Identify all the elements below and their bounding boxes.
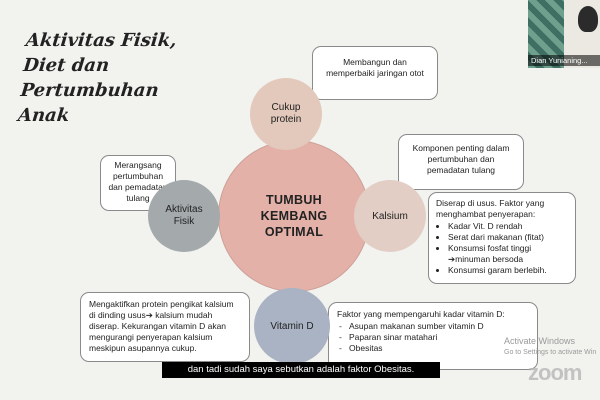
protein-circle-line-1: Cukup: [271, 102, 301, 113]
center-line-2: KEMBANG: [260, 209, 328, 223]
activity-circle-line-2: Fisik: [173, 216, 195, 227]
watermark-line-2: Go to Settings to activate Win: [504, 349, 597, 356]
participant-video-tile[interactable]: Dian Yunianing...: [528, 0, 600, 68]
list-item: Paparan sinar matahari: [339, 332, 529, 343]
list-item: Obesitas: [339, 343, 529, 354]
activity-circle-line-1: Aktivitas: [165, 204, 203, 215]
calcium-info-box: Komponen penting dalam pertumbuhan dan p…: [398, 134, 524, 190]
vitamin-d-intro: Faktor yang mempengaruhi kadar vitamin D…: [337, 309, 505, 319]
list-item: Serat dari makanan (fitat): [448, 232, 568, 243]
title-line-1: Aktivitas Fisik,: [24, 30, 178, 51]
list-item: Konsumsi garam berlebih.: [448, 265, 568, 276]
absorption-intro: Diserap di usus. Faktor yang menghambat …: [436, 198, 545, 219]
vitamin-d-circle-label: Vitamin D: [270, 320, 314, 332]
subtitle-caption: dan tadi sudah saya sebutkan adalah fakt…: [162, 362, 440, 378]
calcium-circle: Kalsium: [354, 180, 426, 252]
calcium-circle-label: Kalsium: [372, 210, 408, 222]
title-line-2: Diet dan: [22, 55, 111, 76]
vitamin-d-circle: Vitamin D: [254, 288, 330, 364]
watermark-line-1: Activate Windows: [504, 336, 576, 346]
vitamin-d-factors-box: Faktor yang mempengaruhi kadar vitamin D…: [328, 302, 538, 370]
title-line-4: Anak: [16, 105, 71, 126]
zoom-logo: zoom: [528, 360, 582, 385]
center-line-3: OPTIMAL: [264, 225, 324, 239]
center-circle: TUMBUH KEMBANG OPTIMAL: [218, 140, 370, 292]
calcium-absorption-box: Diserap di usus. Faktor yang menghambat …: [428, 192, 576, 284]
title-line-3: Pertumbuhan: [19, 80, 160, 101]
center-line-1: TUMBUH: [266, 193, 322, 207]
vitamin-d-factor-list: Asupan makanan sumber vitamin D Paparan …: [337, 321, 529, 354]
protein-circle-line-2: protein: [270, 114, 302, 125]
list-item: Asupan makanan sumber vitamin D: [339, 321, 529, 332]
list-item: Konsumsi fosfat tinggi ➔minuman bersoda: [448, 243, 568, 265]
protein-circle: Cukup protein: [250, 78, 322, 150]
physical-activity-circle: Aktivitas Fisik: [148, 180, 220, 252]
participant-avatar: [578, 6, 598, 32]
participant-name: Dian Yunianing...: [528, 55, 600, 66]
vitamin-d-role-box: Mengaktifkan protein pengikat kalsium di…: [80, 292, 250, 362]
list-item: Kadar Vit. D rendah: [448, 221, 568, 232]
protein-info-box: Membangun dan memperbaiki jaringan otot: [312, 46, 438, 100]
slide-title: Aktivitas Fisik, Diet dan Pertumbuhan An…: [17, 28, 188, 128]
absorption-factor-list: Kadar Vit. D rendah Serat dari makanan (…: [436, 221, 568, 276]
activate-windows-watermark: Activate Windows Go to Settings to activ…: [504, 336, 596, 358]
